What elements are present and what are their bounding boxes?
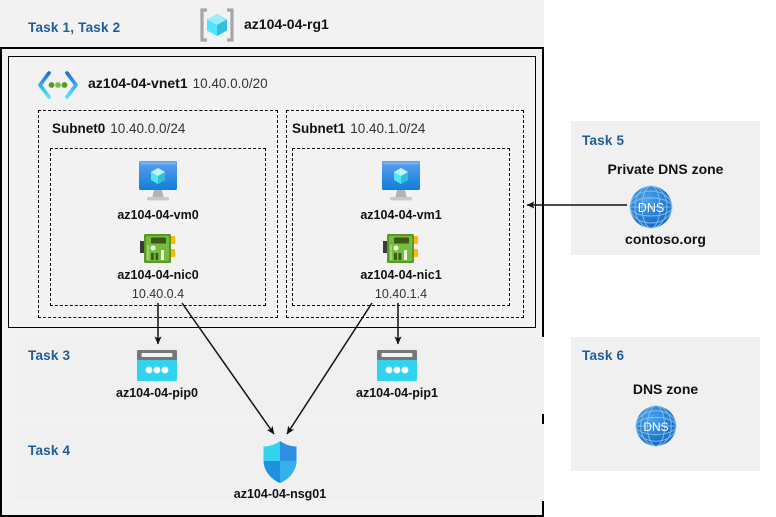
vnet-name: az104-04-vnet1 — [88, 75, 188, 91]
public-ip-address-icon — [376, 349, 418, 382]
subnet0-address-prefix: 10.40.0.0/24 — [110, 121, 186, 136]
task3-panel — [16, 337, 544, 414]
pip1-name: az104-04-pip1 — [356, 386, 438, 400]
virtual-machine-icon — [134, 158, 182, 204]
nsg-name: az104-04-nsg01 — [233, 487, 327, 501]
pip0-name: az104-04-pip0 — [116, 386, 198, 400]
subnet1-boundary — [286, 110, 524, 318]
vm1-name: az104-04-vm1 — [360, 208, 442, 222]
virtual-network-icon — [36, 70, 80, 100]
task5-panel — [571, 121, 760, 255]
public-ip-address-icon — [136, 349, 178, 382]
subnet1-resources-boundary — [292, 148, 510, 306]
private-dns-zone-heading: Private DNS zone — [607, 161, 724, 177]
task-label-task1-task2: Task 1, Task 2 — [28, 20, 121, 35]
task-label-task6: Task 6 — [582, 348, 625, 363]
vm0-name: az104-04-vm0 — [117, 208, 199, 222]
network-security-group-icon — [261, 440, 299, 484]
network-interface-icon — [383, 232, 419, 265]
task6-panel — [571, 337, 760, 471]
private-dns-zone-name: contoso.org — [625, 231, 706, 247]
nic1-ip: 10.40.1.4 — [374, 287, 428, 301]
subnet1-name: Subnet1 — [292, 121, 346, 136]
svg-text:DNS: DNS — [643, 420, 668, 434]
resource-group-name: az104-04-rg1 — [244, 16, 329, 32]
task-label-task5: Task 5 — [582, 133, 625, 148]
subnet0-title-row: Subnet0 10.40.0.0/24 — [52, 120, 185, 138]
svg-text:DNS: DNS — [638, 201, 664, 215]
resource-group-icon — [198, 7, 236, 43]
nic0-ip: 10.40.0.4 — [131, 287, 185, 301]
vnet-boundary — [8, 56, 536, 328]
network-interface-icon — [140, 232, 176, 265]
vnet-title-row: az104-04-vnet1 10.40.0.0/20 — [88, 75, 268, 93]
dns-zone-heading: DNS zone — [632, 381, 699, 397]
dns-zone-icon: DNS — [634, 404, 678, 448]
dns-zone-icon: DNS — [628, 184, 674, 230]
vnet-address-space: 10.40.0.0/20 — [192, 76, 268, 91]
resource-group-header-band — [0, 0, 544, 47]
task-label-task4: Task 4 — [28, 443, 71, 458]
virtual-machine-icon — [377, 158, 425, 204]
nic0-name: az104-04-nic0 — [117, 268, 199, 282]
subnet0-name: Subnet0 — [52, 121, 106, 136]
subnet1-title-row: Subnet1 10.40.1.0/24 — [292, 120, 425, 138]
subnet1-address-prefix: 10.40.1.0/24 — [350, 121, 426, 136]
task-label-task3: Task 3 — [28, 348, 71, 363]
nic1-name: az104-04-nic1 — [360, 268, 442, 282]
